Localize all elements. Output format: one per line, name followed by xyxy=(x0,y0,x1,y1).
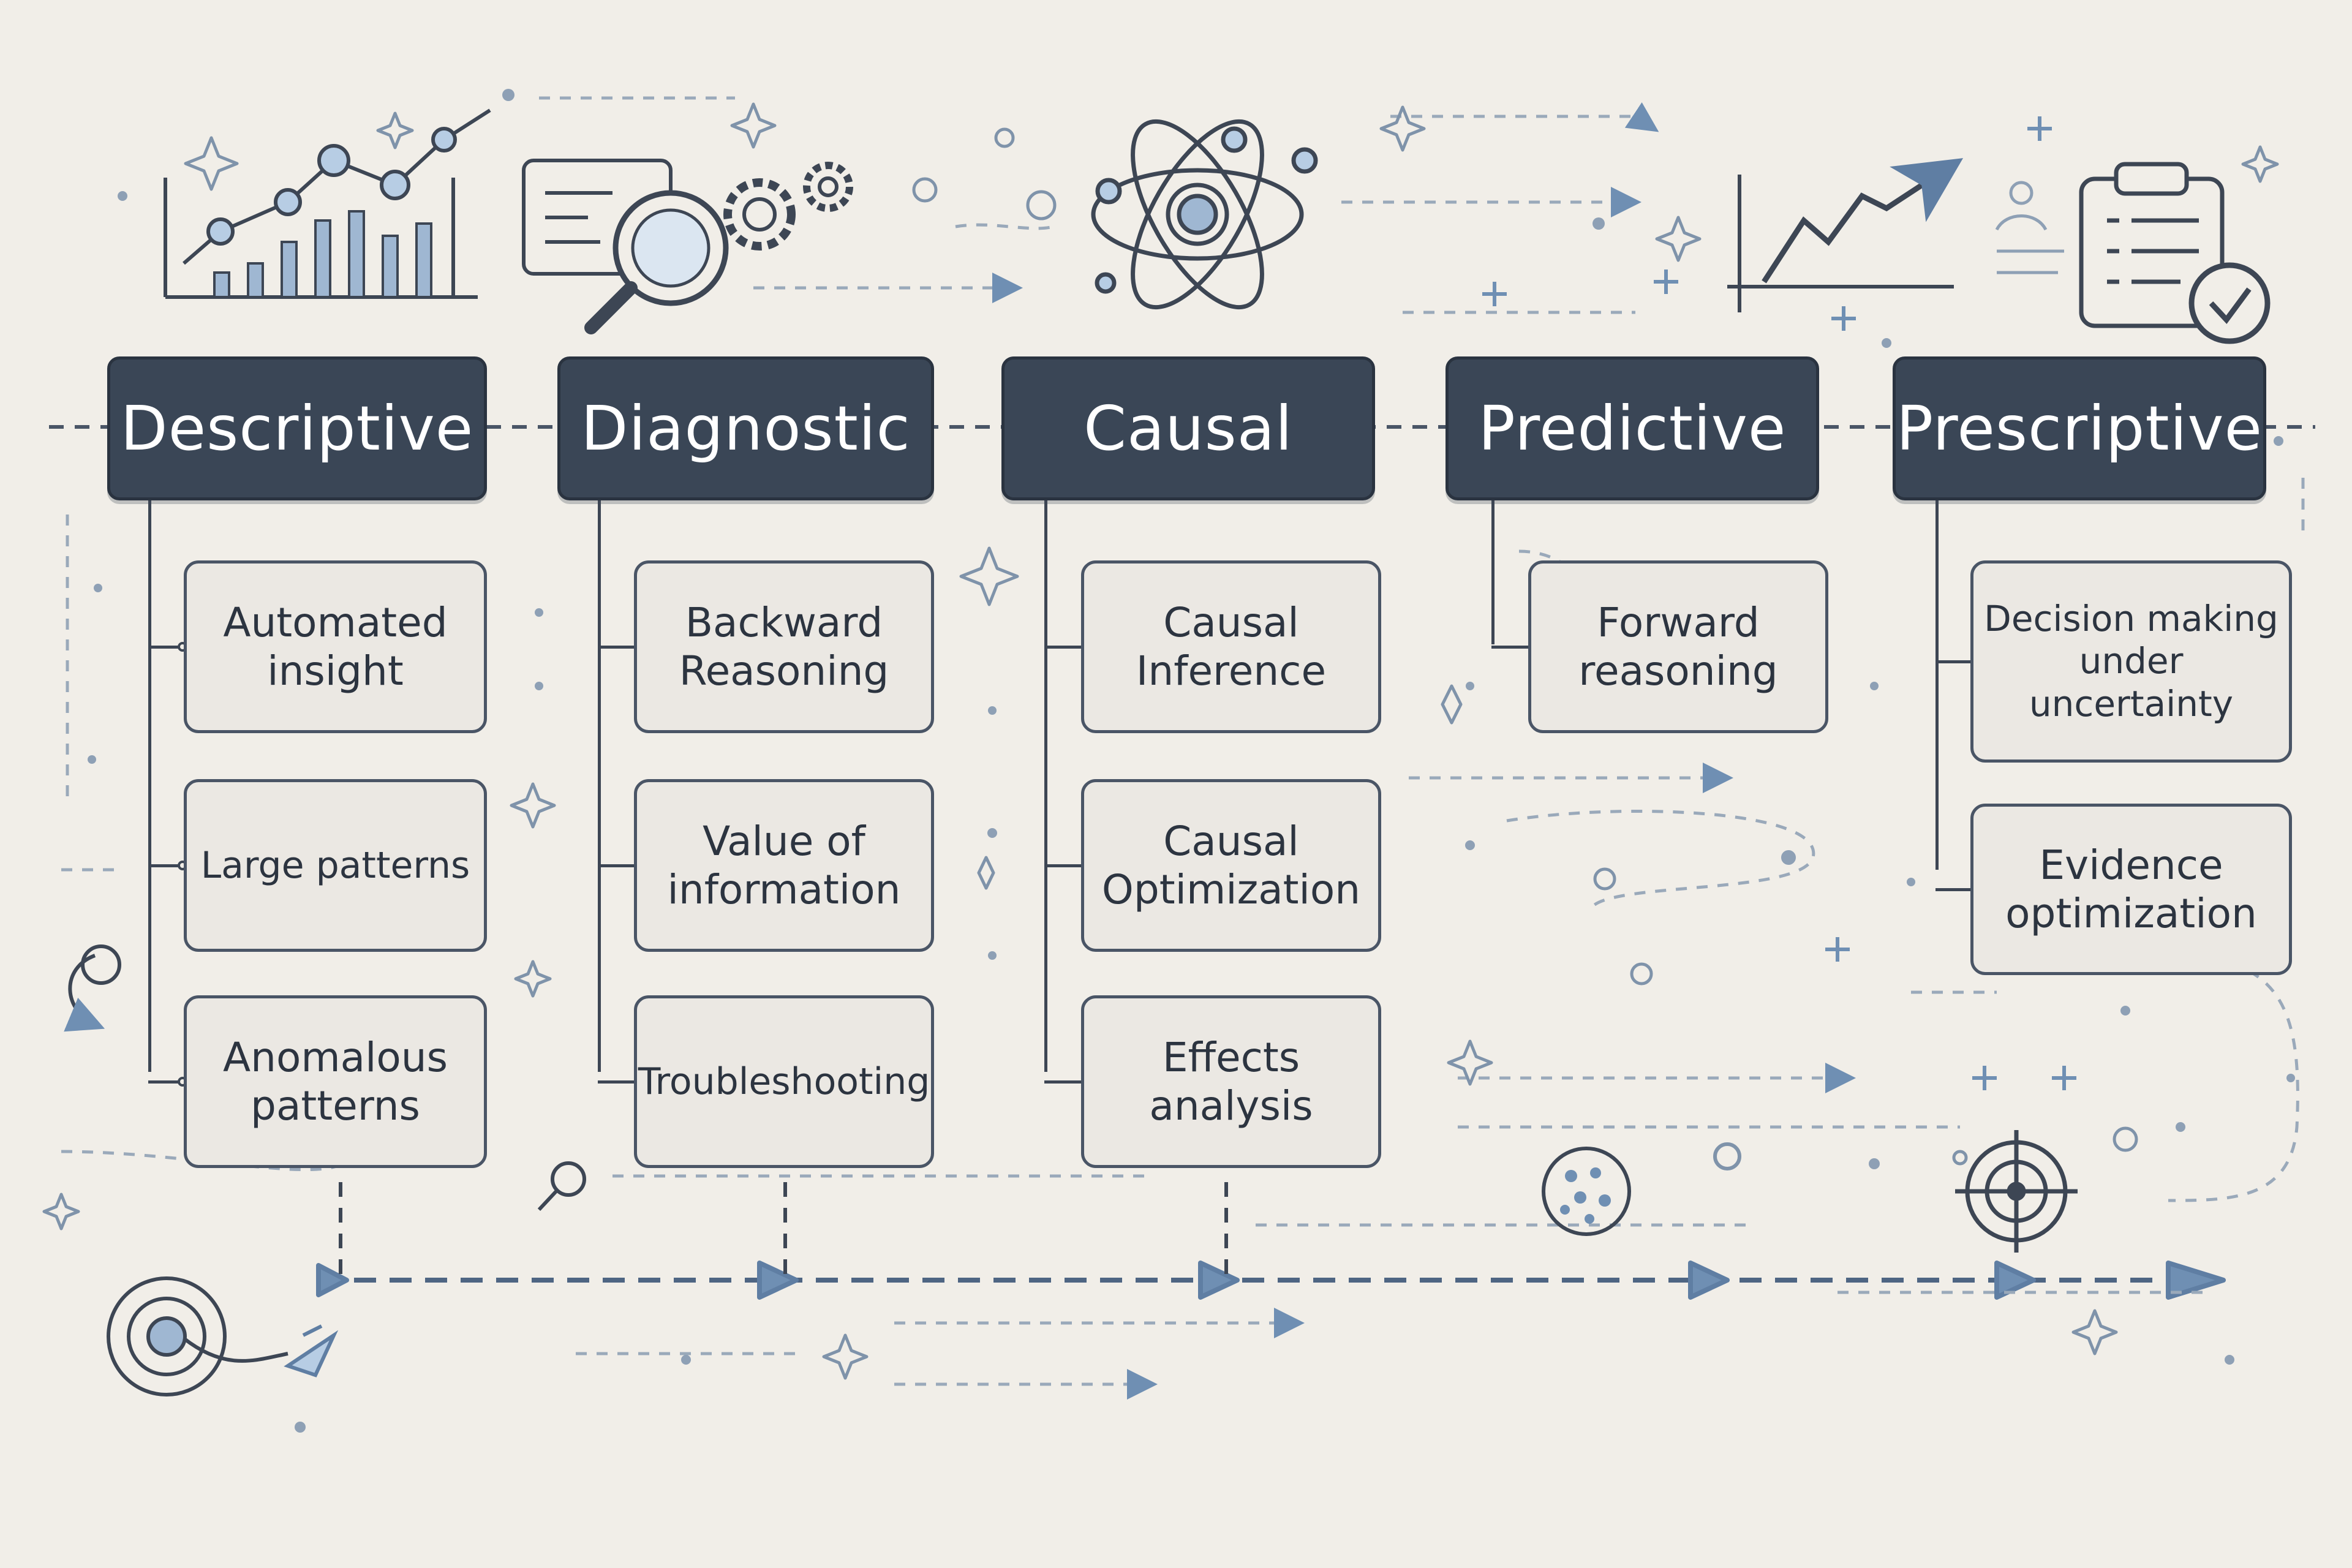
stage-item: Effects analysis xyxy=(1081,995,1381,1168)
scatter-circle-icon xyxy=(1542,1147,1631,1236)
branch-connector xyxy=(148,646,184,649)
stage-spine xyxy=(1491,500,1494,644)
target-icon xyxy=(107,1276,288,1396)
stage-header: Prescriptive xyxy=(1893,356,2266,500)
decor-rings xyxy=(912,127,2138,1170)
stage-item-label: Evidence optimization xyxy=(2005,841,2257,937)
branch-connector xyxy=(598,1080,634,1084)
magnifier-gears-icon xyxy=(522,159,853,334)
stage-header: Diagnostic xyxy=(557,356,934,500)
decor-dots xyxy=(88,89,2295,1433)
branch-connector xyxy=(1044,646,1081,649)
stage-item: Troubleshooting xyxy=(634,995,934,1168)
stage-item: Backward Reasoning xyxy=(634,560,934,733)
bar-line-chart-icon xyxy=(164,108,491,299)
stage-item-label: Backward Reasoning xyxy=(679,598,889,695)
stage-item-label: Causal Inference xyxy=(1136,598,1327,695)
branch-connector xyxy=(1044,1080,1081,1084)
stage-item: Decision making under uncertainty xyxy=(1970,560,2292,763)
flow-arrow-heads xyxy=(316,1261,2226,1300)
stage-header: Causal xyxy=(1001,356,1375,500)
stage-item-label: Effects analysis xyxy=(1149,1033,1313,1129)
stage-spine xyxy=(148,500,151,1072)
stage-item-label: Value of information xyxy=(667,817,901,913)
stage-item-label: Forward reasoning xyxy=(1578,598,1778,695)
stage-header: Descriptive xyxy=(107,356,487,500)
stage-item: Causal Optimization xyxy=(1081,779,1381,952)
stage-item-label: Automated insight xyxy=(223,598,448,695)
people-icon xyxy=(1995,181,2064,274)
branch-connector xyxy=(1491,646,1528,649)
branch-connector xyxy=(1936,888,1970,891)
crosshair-icon xyxy=(1955,1130,2078,1253)
stage-item-label: Anomalous patterns xyxy=(222,1033,448,1129)
branch-connector xyxy=(148,1080,184,1084)
trend-chart-icon xyxy=(1727,158,1964,312)
atom-icon xyxy=(1091,119,1318,310)
branch-connector xyxy=(1044,864,1081,867)
stage-spine xyxy=(1936,500,1939,870)
branch-connector xyxy=(598,864,634,867)
rocket-icon xyxy=(284,1324,339,1378)
loop-arrow-icon xyxy=(64,944,121,1032)
stage-item: Evidence optimization xyxy=(1970,804,2292,975)
branch-connector xyxy=(598,646,634,649)
plus-icons xyxy=(1482,116,2076,1090)
stage-spine xyxy=(1044,500,1047,1072)
column-drops xyxy=(339,1182,1228,1280)
stage-spine xyxy=(598,500,601,1072)
stage-item-label: Causal Optimization xyxy=(1101,817,1361,913)
stage-item-label: Decision making under uncertainty xyxy=(1984,597,2278,725)
sparkle-icons xyxy=(42,102,2279,1380)
clipboard-check-icon xyxy=(2079,162,2271,344)
branch-connector xyxy=(148,864,184,867)
stage-item: Value of information xyxy=(634,779,934,952)
stage-item: Large patterns xyxy=(184,779,487,952)
stage-item: Causal Inference xyxy=(1081,560,1381,733)
branch-connector xyxy=(1936,660,1970,663)
stage-item-label: Troubleshooting xyxy=(638,1060,930,1103)
stage-header: Predictive xyxy=(1446,356,1819,500)
stage-item: Forward reasoning xyxy=(1528,560,1828,733)
stage-item: Automated insight xyxy=(184,560,487,733)
small-magnifier-icon xyxy=(537,1161,586,1212)
stage-item: Anomalous patterns xyxy=(184,995,487,1168)
stage-item-label: Large patterns xyxy=(200,844,470,887)
